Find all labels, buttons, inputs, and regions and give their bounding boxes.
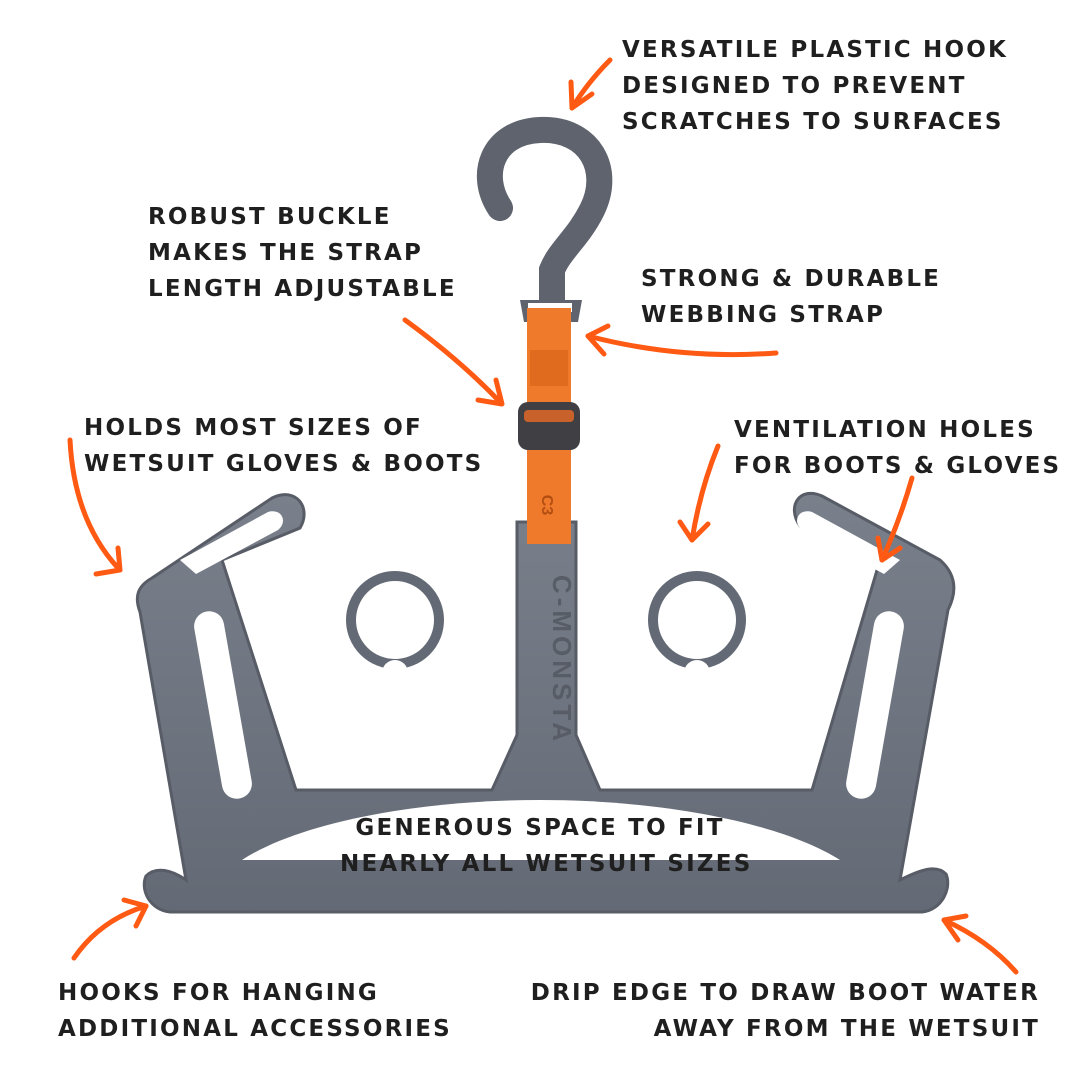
arrow-gloves	[67, 437, 121, 571]
callout-buckle-line-3: LENGTH ADJUSTABLE	[148, 276, 457, 302]
arrow-buckle	[402, 317, 503, 405]
hanger-body	[135, 491, 956, 914]
left-glove-slot	[180, 511, 283, 574]
callout-strap-line-1: STRONG & DURABLE	[641, 266, 942, 292]
callout-strap-line-2: WEBBING STRAP	[641, 302, 886, 328]
hook-slot	[528, 303, 572, 312]
callout-ventilation: VENTILATION HOLES FOR BOOTS & GLOVES	[734, 412, 1061, 484]
callout-gloves: HOLDS MOST SIZES OF WETSUIT GLOVES & BOO…	[84, 410, 483, 482]
arrow-ventilation-right	[879, 475, 915, 563]
strap-logo-text: C3	[538, 495, 555, 516]
callout-space-line-1: GENEROUS SPACE TO FIT	[355, 815, 725, 841]
right-slot	[846, 611, 904, 799]
hook	[476, 117, 613, 322]
callout-buckle-line-2: MAKES THE STRAP	[148, 240, 424, 266]
right-ventilation-stem	[684, 660, 710, 778]
left-slot	[194, 611, 252, 799]
callout-gloves-line-1: HOLDS MOST SIZES OF	[84, 415, 423, 441]
arrow-ventilation-left	[689, 443, 721, 543]
right-ventilation-loop	[648, 571, 746, 669]
callout-space: GENEROUS SPACE TO FIT NEARLY ALL WETSUIT…	[340, 810, 753, 882]
arrow-drip	[941, 917, 1019, 975]
brand-mark: C-MONSTA	[547, 575, 577, 745]
callout-hook-line-3: SCRATCHES TO SURFACES	[622, 109, 1004, 135]
callout-gloves-line-2: WETSUIT GLOVES & BOOTS	[84, 451, 484, 477]
callout-accessories-line-1: HOOKS FOR HANGING	[58, 980, 379, 1006]
callout-hook-line-2: DESIGNED TO PREVENT	[622, 73, 967, 99]
callout-strap: STRONG & DURABLE WEBBING STRAP	[641, 261, 941, 333]
callout-buckle: ROBUST BUCKLE MAKES THE STRAP LENGTH ADJ…	[148, 199, 457, 307]
callout-drip: DRIP EDGE TO DRAW BOOT WATER AWAY FROM T…	[531, 975, 1040, 1047]
arrow-hook	[569, 57, 613, 111]
callout-drip-line-2: AWAY FROM THE WETSUIT	[653, 1016, 1040, 1042]
callout-space-line-2: NEARLY ALL WETSUIT SIZES	[340, 851, 753, 877]
strap-stitch-box	[530, 350, 568, 386]
callout-ventilation-line-2: FOR BOOTS & GLOVES	[734, 453, 1062, 479]
callout-hook: VERSATILE PLASTIC HOOK DESIGNED TO PREVE…	[622, 32, 1008, 140]
callout-hook-line-1: VERSATILE PLASTIC HOOK	[622, 37, 1009, 63]
right-glove-slot	[797, 511, 900, 574]
annotation-arrows	[67, 57, 1019, 975]
callout-buckle-line-1: ROBUST BUCKLE	[148, 204, 392, 230]
arrow-strap	[585, 333, 779, 358]
buckle	[518, 402, 580, 450]
left-notch	[475, 719, 493, 737]
right-notch	[599, 719, 617, 737]
callout-accessories-line-2: ADDITIONAL ACCESSORIES	[58, 1016, 452, 1042]
callout-drip-line-1: DRIP EDGE TO DRAW BOOT WATER	[530, 980, 1040, 1006]
callout-ventilation-line-1: VENTILATION HOLES	[734, 417, 1036, 443]
left-ventilation-loop	[346, 571, 444, 669]
webbing-strap: C3	[518, 308, 580, 544]
callout-accessories: HOOKS FOR HANGING ADDITIONAL ACCESSORIES	[58, 975, 452, 1047]
arrow-accessories	[71, 903, 149, 961]
left-ventilation-stem	[382, 660, 408, 778]
wetsuit-opening	[242, 800, 840, 860]
